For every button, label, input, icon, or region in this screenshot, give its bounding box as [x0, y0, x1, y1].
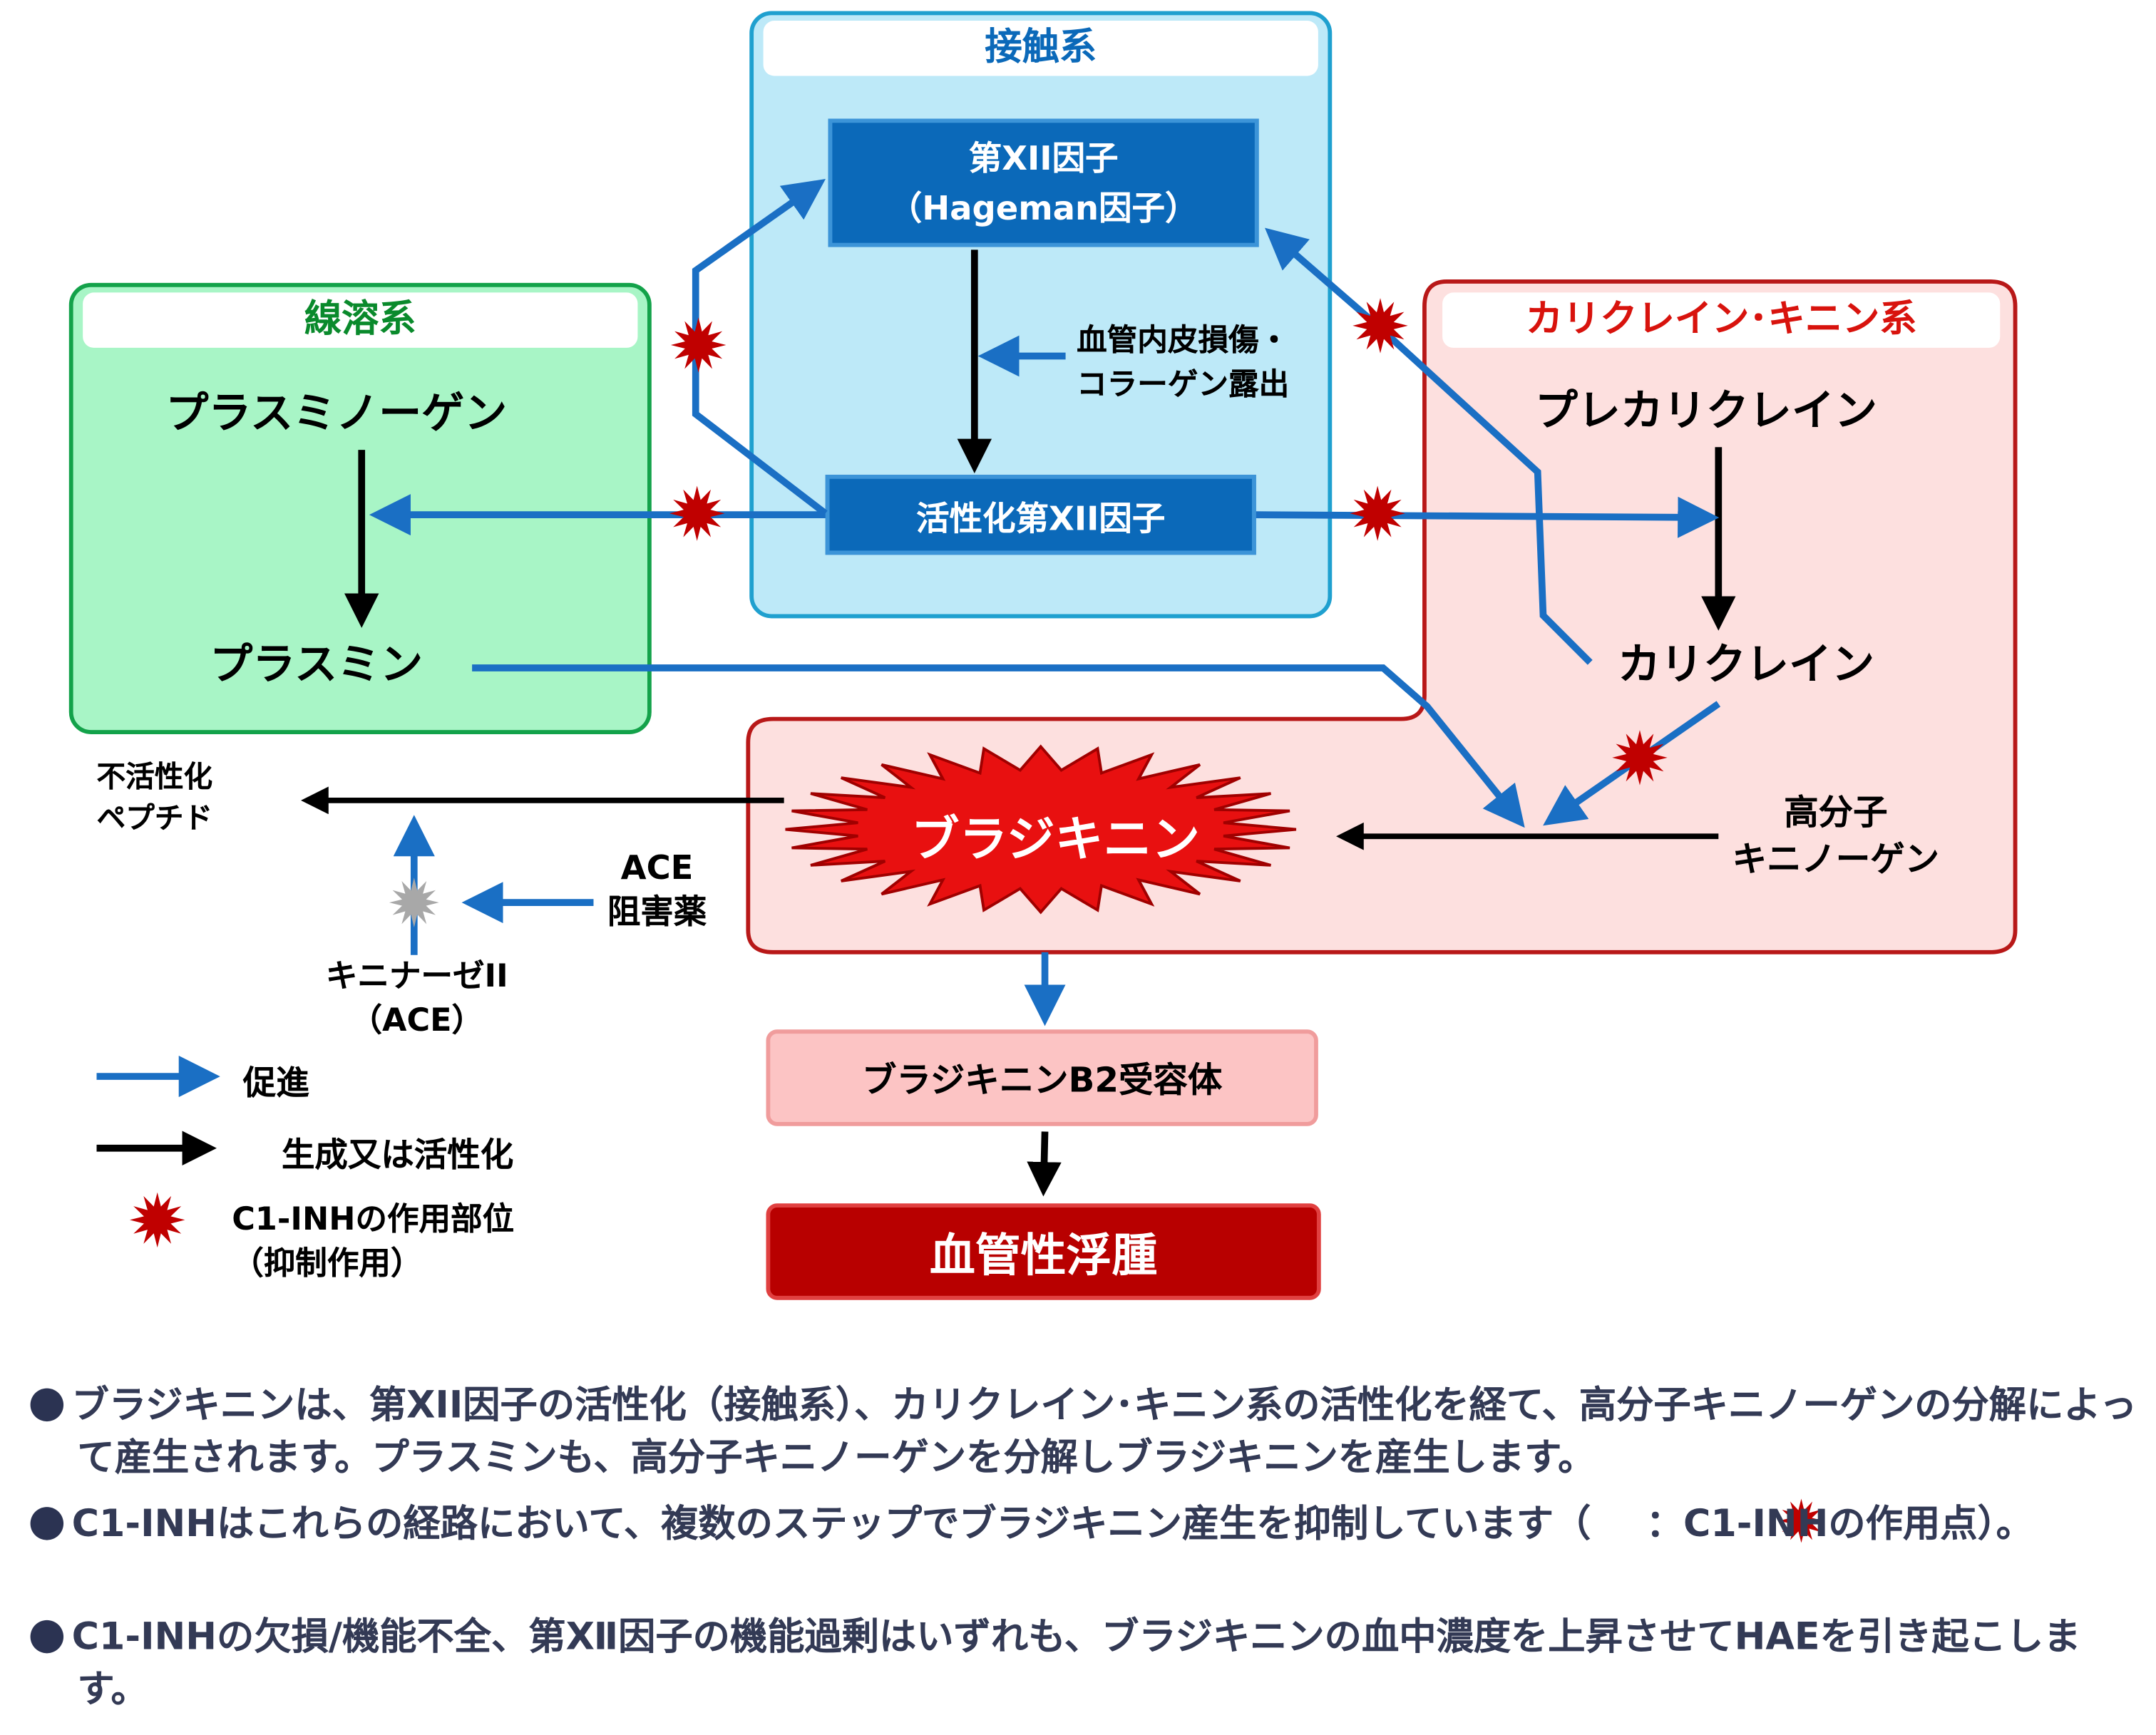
plasminogen-label: プラスミノーゲン: [165, 388, 508, 439]
activated-factor-xii-box: 活性化第XII因子: [825, 474, 1256, 555]
legend-c1-line2: （抑制作用）: [232, 1246, 423, 1282]
kininase-line2: （ACE）: [350, 1003, 484, 1039]
kininase-line1: キニナーゼII: [325, 959, 508, 995]
arrow-kallikrein-to-xii: [1265, 227, 1593, 665]
c1-inh-mark-kallikrein-feedback: [1352, 298, 1408, 354]
note-1-text: ブラジキニンは、第XII因子の活性化（接触系）、カリクレイン･キニン系の活性化を…: [71, 1384, 2137, 1480]
legend-promote-label: 促進: [242, 1064, 309, 1103]
edema-box: 血管性浮腫: [766, 1203, 1321, 1300]
arrow-receptor-to-edema: [1027, 1131, 1062, 1197]
ace-inhibitor-line1: ACE: [620, 848, 694, 887]
hmwk-label: 高分子 キニノーゲン: [1732, 789, 1939, 883]
inactive-line2: ペプチド: [96, 801, 213, 835]
arrow-activated-to-prekallikrein: [1256, 496, 1720, 538]
note-3-text: C1-INHの欠損/機能不全、第Ⅻ因子の機能過剰はいずれも、ブラジキニンの血中濃…: [71, 1616, 2081, 1711]
legend-c1-mark: [129, 1192, 185, 1248]
bullet-icon: [30, 1388, 64, 1422]
bradykinin-burst: [785, 744, 1297, 915]
note-2-text-a: C1-INHはこれらの経路において、複数のステップでブラジキニン産生を抑制してい…: [71, 1503, 1591, 1546]
factor-xii-alias: （Hageman因子）: [888, 188, 1198, 227]
hmwk-line1: 高分子: [1784, 792, 1888, 833]
edema-label: 血管性浮腫: [929, 1228, 1158, 1282]
hmwk-line2: キニノーゲン: [1732, 839, 1940, 880]
trigger-line2: コラーゲン露出: [1077, 368, 1290, 403]
c1-inh-mark-feedback: [670, 317, 727, 373]
plasmin-label: プラスミン: [210, 640, 423, 690]
activated-factor-xii-label: 活性化第XII因子: [916, 498, 1166, 538]
ace-inhibitor-label: ACE 阻害薬: [607, 846, 707, 935]
c1-inh-mark-hmwk: [1612, 730, 1668, 786]
kallikrein-kinin-title: カリクレイン･キニン系: [1442, 292, 2001, 348]
ace-site-mark: [389, 877, 439, 927]
legend-produce-label: 生成又は活性化: [281, 1136, 514, 1175]
inactive-peptide-label: 不活性化 ペプチド: [97, 756, 213, 839]
trigger-label: 血管内皮損傷・ コラーゲン露出: [1077, 320, 1289, 408]
note-1: ブラジキニンは、第XII因子の活性化（接触系）、カリクレイン･キニン系の活性化を…: [30, 1380, 2142, 1485]
ace-inhibitor-line2: 阻害薬: [607, 892, 707, 932]
kallikrein-label: カリクレイン: [1617, 640, 1875, 690]
note-c1-mark: [1779, 1498, 1824, 1543]
legend-c1-site: C1-INHの作用部位 （抑制作用）: [232, 1198, 514, 1286]
c1-inh-mark-prekallikrein: [1350, 485, 1405, 541]
bullet-icon: [30, 1620, 64, 1654]
legend-c1-line1: C1-INHの作用部位: [232, 1202, 515, 1238]
fibrinolysis-title: 線溶系: [83, 292, 638, 348]
trigger-line1: 血管内皮損傷・: [1077, 324, 1290, 359]
note-2: C1-INHはこれらの経路において、複数のステップでブラジキニン産生を抑制してい…: [30, 1498, 2142, 1551]
prekallikrein-label: プレカリクレイン: [1534, 386, 1877, 436]
bullet-icon: [30, 1507, 64, 1540]
factor-xii-box: 第XII因子 （Hageman因子）: [828, 118, 1259, 247]
inactive-line1: 不活性化: [96, 760, 213, 794]
b2-receptor-label: ブラジキニンB2受容体: [862, 1059, 1223, 1100]
b2-receptor-box: ブラジキニンB2受容体: [766, 1029, 1318, 1126]
bradykinin-label: ブラジキニン: [910, 813, 1200, 868]
factor-xii-label: 第XII因子: [968, 138, 1119, 177]
arrow-plasmin-to-hmwk: [472, 664, 1525, 828]
c1-inh-mark-plasminogen: [669, 485, 725, 541]
kininase-label: キニナーゼII （ACE）: [326, 955, 508, 1044]
contact-system-title: 接触系: [763, 21, 1318, 76]
note-2-text-b: ：C1-INHの作用点）。: [1646, 1503, 2033, 1546]
note-3: C1-INHの欠損/機能不全、第Ⅻ因子の機能過剰はいずれも、ブラジキニンの血中濃…: [30, 1612, 2142, 1716]
